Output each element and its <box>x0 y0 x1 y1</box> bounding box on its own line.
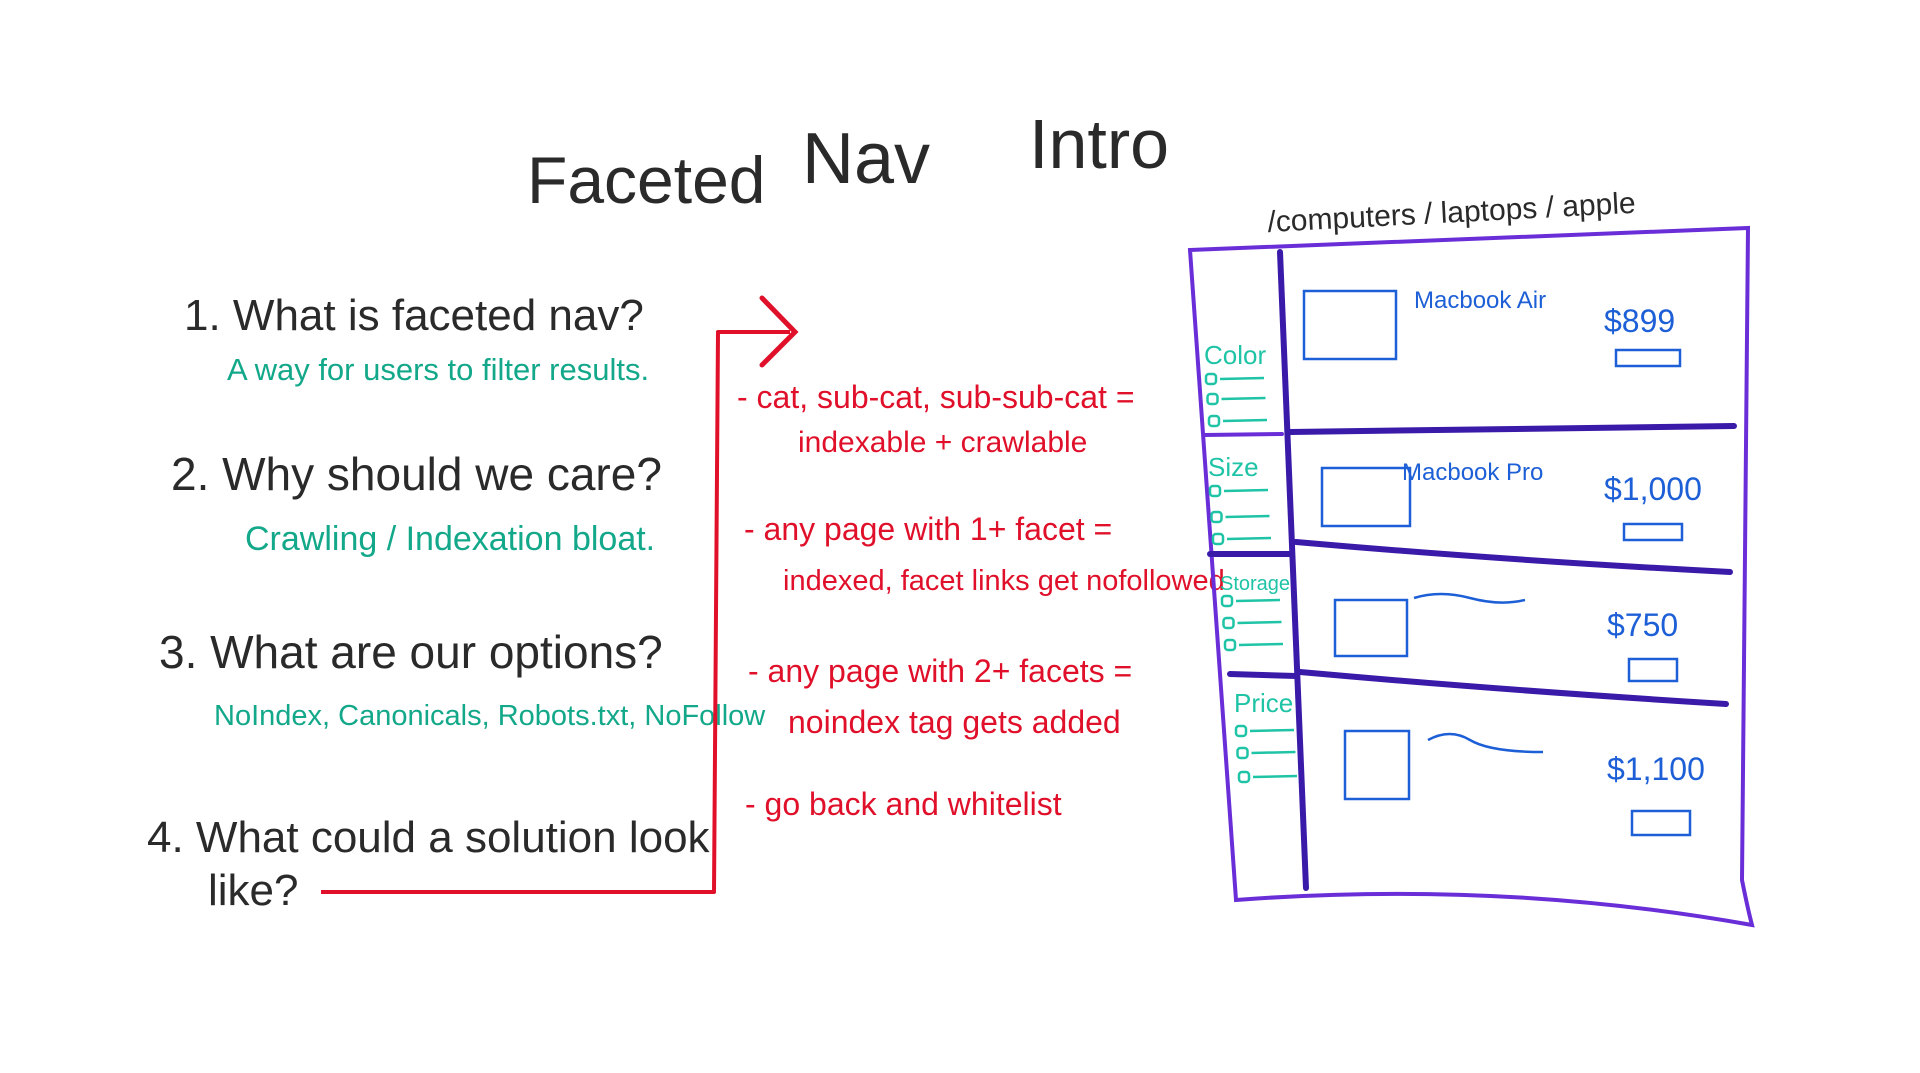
facet-label: Storage <box>1220 573 1290 595</box>
product-name[interactable]: Macbook Pro <box>1402 459 1543 486</box>
facet-group-price: Price <box>1234 688 1298 784</box>
facet-label: Price <box>1234 688 1293 718</box>
question-4: 4. What could a solution look <box>147 813 711 862</box>
sidebar-divider <box>1277 249 1309 891</box>
title-word-nav: Nav <box>802 119 930 199</box>
solution-points: - cat, sub-cat, sub-sub-cat = indexable … <box>737 379 1225 822</box>
point-2-line2: indexed, facet links get nofollowed <box>783 565 1225 597</box>
point-2-line1: - any page with 1+ facet = <box>744 511 1112 547</box>
facet-option[interactable] <box>1210 510 1270 524</box>
point-3-line1: - any page with 2+ facets = <box>748 653 1132 689</box>
checkbox-icon[interactable] <box>1236 746 1249 760</box>
facet-option[interactable] <box>1207 414 1268 428</box>
option-label-line <box>1235 598 1281 603</box>
option-label-line <box>1237 620 1282 625</box>
checkbox-icon[interactable] <box>1223 638 1237 652</box>
answer-1: A way for users to filter results. <box>227 352 649 387</box>
title-word-faceted: Faceted <box>527 143 765 217</box>
option-label-line <box>1249 728 1295 733</box>
question-3: 3. What are our options? <box>159 626 663 678</box>
mockup-breadcrumb: /computers / laptops / apple <box>1267 187 1637 239</box>
facet-label: Size <box>1208 452 1259 482</box>
facet-option[interactable] <box>1211 532 1272 546</box>
facet-option[interactable] <box>1208 484 1269 498</box>
facet-option[interactable] <box>1236 746 1296 760</box>
faceted-nav-mockup: /computers / laptops / apple ColorSizeSt… <box>1187 187 1755 928</box>
facet-divider <box>1202 432 1284 437</box>
answer-2: Crawling / Indexation bloat. <box>245 520 655 558</box>
product-price: $750 <box>1607 607 1678 643</box>
point-4-line1: - go back and whitelist <box>745 786 1062 822</box>
product-image-placeholder[interactable] <box>1333 598 1409 658</box>
option-label-line <box>1219 376 1265 381</box>
add-to-cart-button[interactable] <box>1630 809 1692 837</box>
product-row[interactable]: Macbook Pro $1,000 <box>1320 459 1702 542</box>
option-label-line <box>1252 774 1298 779</box>
product-image-placeholder[interactable] <box>1343 729 1411 801</box>
checkbox-icon[interactable] <box>1204 372 1218 386</box>
question-1: 1. What is faceted nav? <box>184 291 644 340</box>
product-row[interactable]: $1,100 <box>1343 729 1705 837</box>
facet-group-color: Color <box>1204 340 1268 428</box>
title-word-intro: Intro <box>1029 105 1169 183</box>
checkbox-icon[interactable] <box>1210 510 1223 524</box>
product-price: $1,100 <box>1607 751 1705 787</box>
facet-group-size: Size <box>1208 452 1272 546</box>
facet-divider <box>1227 671 1299 679</box>
add-to-cart-button[interactable] <box>1622 522 1684 542</box>
question-4-line2: like? <box>208 866 299 915</box>
row-divider <box>1287 423 1737 435</box>
facet-option[interactable] <box>1234 724 1295 738</box>
facet-option[interactable] <box>1220 594 1281 608</box>
facet-option[interactable] <box>1206 392 1266 406</box>
connector-arrow <box>321 295 799 894</box>
question-2: 2. Why should we care? <box>171 448 662 500</box>
answer-3: NoIndex, Canonicals, Robots.txt, NoFollo… <box>214 700 766 732</box>
checkbox-icon[interactable] <box>1207 414 1221 428</box>
facet-option[interactable] <box>1237 770 1298 784</box>
product-row[interactable]: $750 <box>1333 592 1679 683</box>
checkbox-icon[interactable] <box>1237 770 1251 784</box>
checkbox-icon[interactable] <box>1220 594 1234 608</box>
product-row[interactable]: Macbook Air $899 <box>1302 287 1682 368</box>
row-divider <box>1293 539 1733 575</box>
questions-list: 1. What is faceted nav? A way for users … <box>147 291 766 915</box>
row-divider <box>1297 669 1729 707</box>
point-1-line2: indexable + crawlable <box>798 426 1087 459</box>
facet-option[interactable] <box>1222 616 1282 630</box>
option-label-line <box>1251 750 1296 755</box>
facet-group-storage: Storage <box>1220 573 1290 652</box>
product-image-placeholder[interactable] <box>1302 289 1398 361</box>
point-1-line1: - cat, sub-cat, sub-sub-cat = <box>737 379 1135 415</box>
option-label-line <box>1226 536 1272 541</box>
checkbox-icon[interactable] <box>1222 616 1235 630</box>
mockup-frame <box>1187 225 1755 928</box>
option-label-line <box>1221 396 1266 401</box>
checkbox-icon[interactable] <box>1211 532 1225 546</box>
arrow-head-icon <box>759 295 799 368</box>
board-title: Faceted Nav Intro <box>527 105 1169 217</box>
checkbox-icon[interactable] <box>1206 392 1219 406</box>
product-price: $899 <box>1604 303 1675 339</box>
facet-option[interactable] <box>1223 638 1284 652</box>
add-to-cart-button[interactable] <box>1627 657 1679 683</box>
facet-option[interactable] <box>1204 372 1265 386</box>
product-name-squiggle <box>1413 592 1526 604</box>
add-to-cart-button[interactable] <box>1614 348 1682 368</box>
checkbox-icon[interactable] <box>1208 484 1222 498</box>
product-price: $1,000 <box>1604 471 1702 507</box>
checkbox-icon[interactable] <box>1234 724 1248 738</box>
product-name-squiggle <box>1427 732 1544 754</box>
option-label-line <box>1238 642 1284 647</box>
product-name[interactable]: Macbook Air <box>1414 287 1546 314</box>
option-label-line <box>1223 488 1269 493</box>
option-label-line <box>1222 418 1268 423</box>
product-image-placeholder[interactable] <box>1320 466 1412 528</box>
point-3-line2: noindex tag gets added <box>788 704 1121 740</box>
option-label-line <box>1225 514 1270 519</box>
facet-label: Color <box>1204 340 1266 370</box>
